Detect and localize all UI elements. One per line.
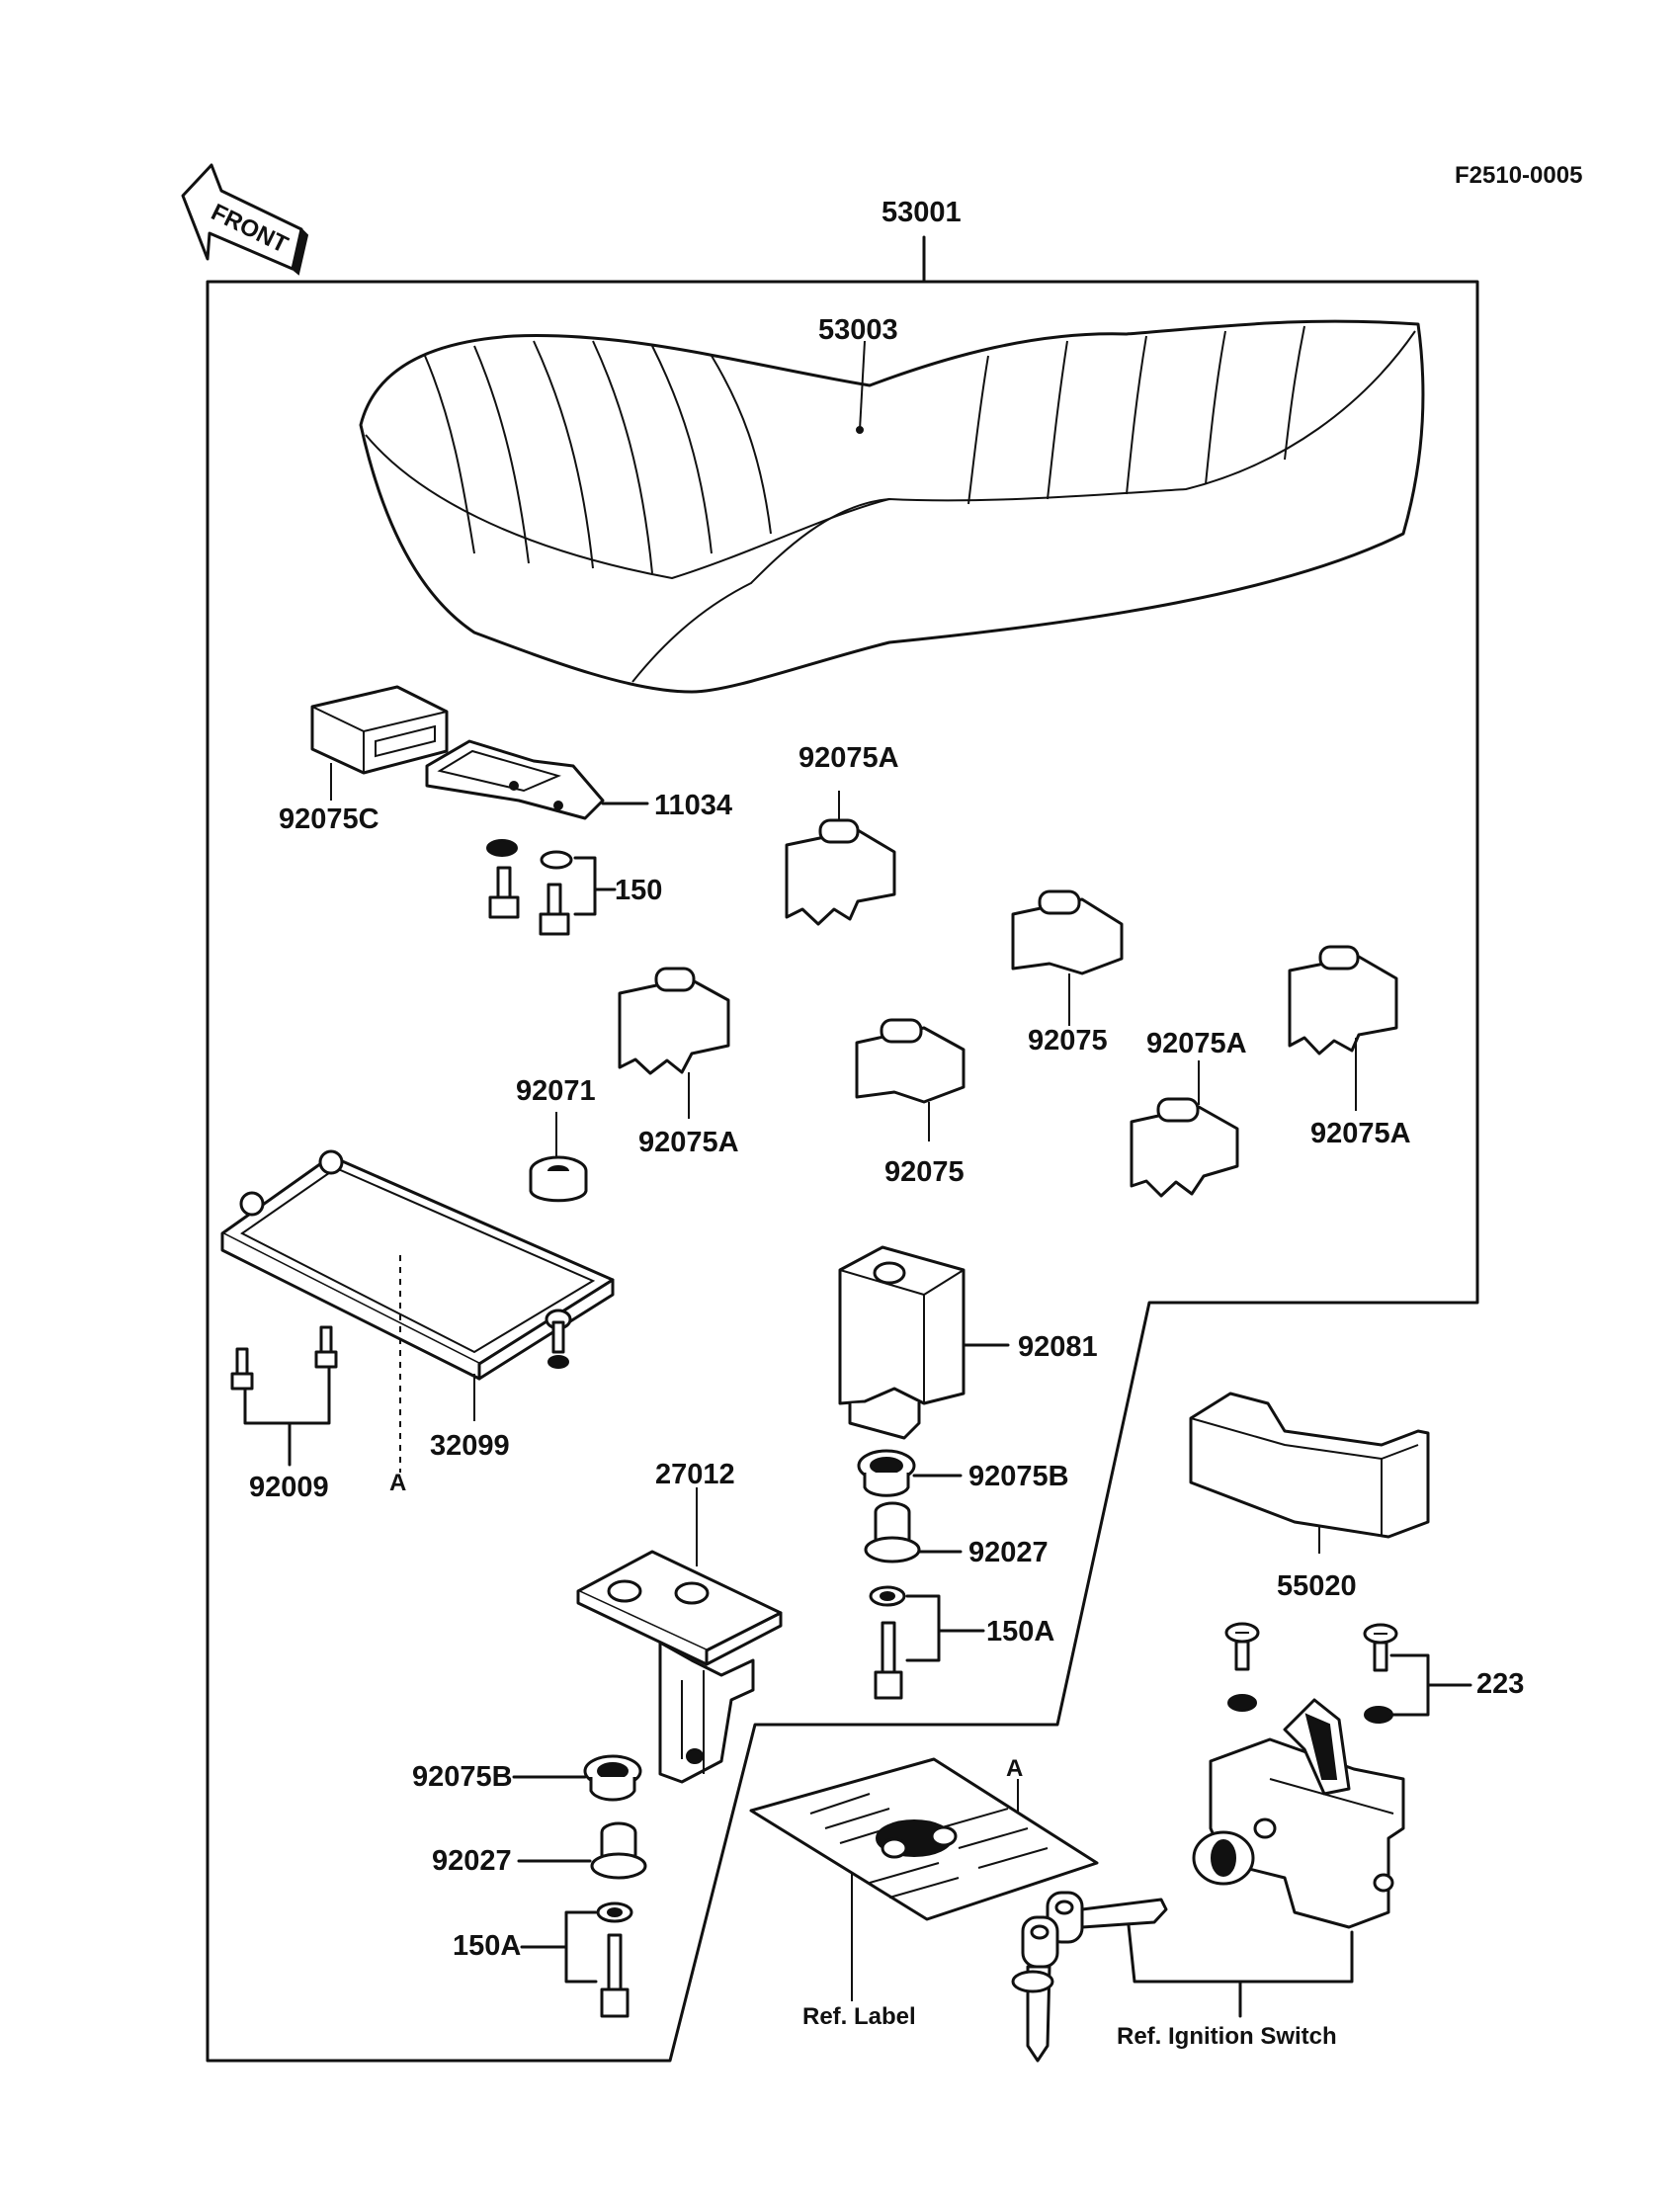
bracket-icon <box>576 1487 783 1784</box>
part-92075B-b: 92075B <box>412 1761 513 1793</box>
collar-icon <box>864 1501 963 1563</box>
grommet-icon <box>529 1112 588 1203</box>
part-150: 150 <box>615 875 662 906</box>
part-92071: 92071 <box>516 1075 596 1107</box>
part-92075A-b: 92075A <box>638 1127 739 1158</box>
cover-icon <box>1189 1392 1430 1554</box>
part-27012: 27012 <box>655 1459 735 1490</box>
grommet-icon <box>857 1449 963 1497</box>
cap-icon <box>310 685 449 801</box>
ref-label: Ref. Label <box>802 2003 916 2030</box>
damper-icon <box>1130 1060 1239 1198</box>
part-92075C: 92075C <box>279 803 379 835</box>
label-ref-A: A <box>1006 1755 1023 1782</box>
part-92075-a: 92075 <box>1028 1025 1108 1056</box>
bolt-icon <box>486 839 617 936</box>
collar-icon <box>517 1821 647 1880</box>
part-53001: 53001 <box>882 197 962 228</box>
part-92075B-a: 92075B <box>968 1461 1069 1492</box>
tray-icon <box>220 1149 615 1473</box>
part-92081: 92081 <box>1018 1331 1098 1363</box>
figure-code: F2510-0005 <box>1455 162 1582 189</box>
part-92075A-a: 92075A <box>798 742 899 774</box>
bracket-icon <box>425 739 649 820</box>
part-92027-b: 92027 <box>432 1845 512 1877</box>
warning-label-icon <box>749 1757 1099 2001</box>
part-150A-b: 150A <box>453 1930 521 1962</box>
part-92009: 92009 <box>249 1472 329 1503</box>
part-223: 223 <box>1476 1668 1524 1700</box>
holder-icon <box>838 1245 1010 1440</box>
part-11034: 11034 <box>654 790 732 821</box>
part-92027-a: 92027 <box>968 1537 1049 1568</box>
ignition-switch-icon <box>1192 1698 1405 1929</box>
part-92075A-d: 92075A <box>1310 1118 1411 1149</box>
damper-icon <box>1011 889 1124 1026</box>
damper-icon <box>785 791 896 926</box>
part-150A-a: 150A <box>986 1616 1054 1648</box>
part-53003: 53003 <box>818 314 898 346</box>
part-32099: 32099 <box>430 1430 510 1462</box>
ref-ignition-switch: Ref. Ignition Switch <box>1117 2023 1337 2050</box>
part-92075A-c: 92075A <box>1146 1028 1247 1059</box>
assembly-ref-A: A <box>389 1470 406 1496</box>
seat-assembly-border <box>206 235 1479 2063</box>
seat-icon <box>359 319 1425 694</box>
part-92075-b: 92075 <box>884 1156 965 1188</box>
key-icon <box>1011 1891 1354 2063</box>
damper-icon <box>618 967 730 1119</box>
part-55020: 55020 <box>1277 1570 1357 1602</box>
grommet-icon <box>512 1754 642 1802</box>
screw-icon <box>1224 1622 1472 1724</box>
bolt-icon <box>869 1585 985 1700</box>
bolt-icon <box>230 1325 338 1467</box>
bolt-icon <box>520 1901 633 2018</box>
damper-icon <box>1288 945 1398 1111</box>
damper-icon <box>855 1018 966 1141</box>
front-arrow-icon: FRONT <box>181 163 309 276</box>
